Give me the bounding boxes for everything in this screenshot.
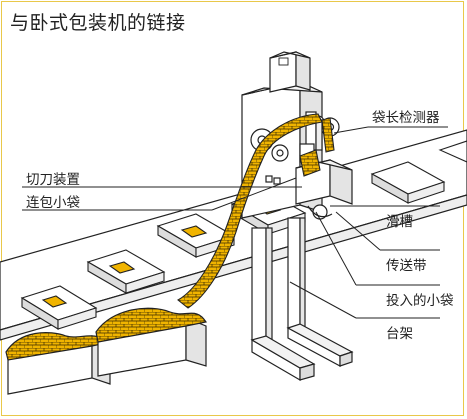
stand-frame	[250, 217, 354, 382]
leader-lines	[22, 126, 448, 319]
diagram-title: 与卧式包装机的链接	[10, 12, 186, 34]
label-cutter-device: 切刀装置	[26, 172, 80, 188]
label-connected-pouches: 连包小袋	[26, 195, 80, 211]
tray	[86, 249, 166, 294]
label-stand: 台架	[386, 326, 413, 342]
conveyor-trays	[20, 140, 467, 330]
label-conveyor-belt: 传送带	[386, 258, 427, 274]
label-dropped-pouch: 投入的小袋	[386, 293, 454, 309]
tray	[438, 140, 467, 163]
tray	[20, 285, 98, 330]
label-chute: 滑槽	[386, 214, 413, 230]
pouch-strip	[177, 113, 335, 309]
tray	[156, 213, 236, 258]
tray	[370, 161, 446, 204]
label-bag-length-sensor: 袋长检测器	[372, 110, 440, 126]
machine-tower	[241, 51, 353, 220]
pouch-boxes	[5, 307, 207, 395]
